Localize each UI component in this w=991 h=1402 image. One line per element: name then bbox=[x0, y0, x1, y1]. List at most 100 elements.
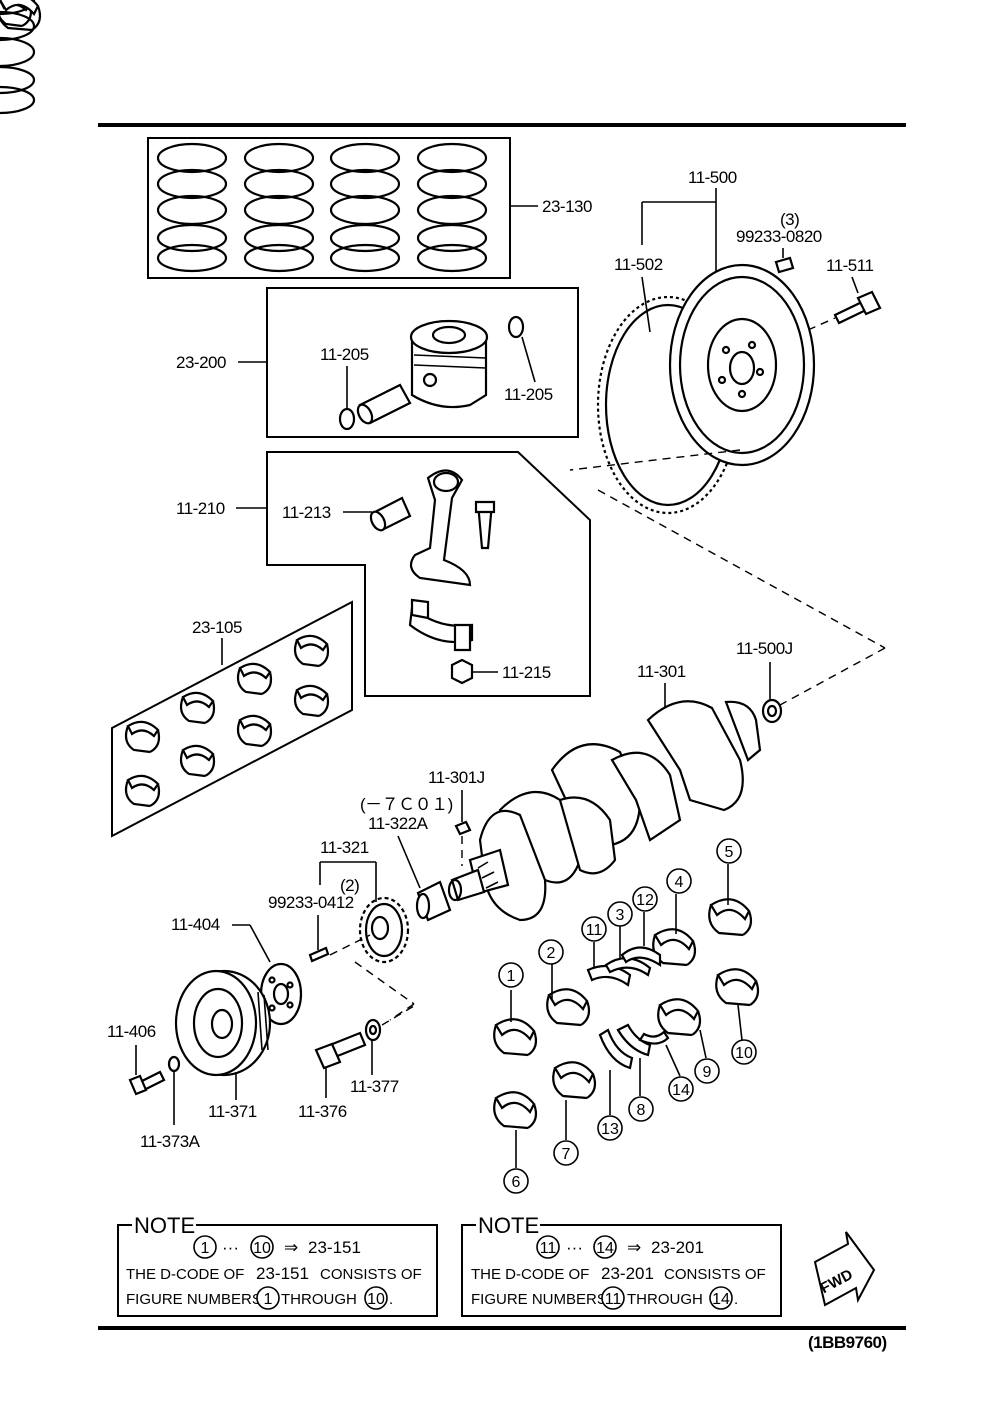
note-2-line3end: . bbox=[734, 1291, 738, 1308]
label-pulley: 11-371 bbox=[208, 1102, 257, 1121]
label-piston-assy: 23-200 bbox=[176, 353, 226, 372]
pulley-plate bbox=[259, 962, 303, 1026]
fwd-text: FWD bbox=[818, 1266, 856, 1297]
label-flywheel: 11-500 bbox=[688, 168, 737, 187]
piston bbox=[409, 319, 489, 409]
callout-10 bbox=[731, 1039, 757, 1065]
crank-pulley bbox=[174, 969, 272, 1077]
note-2-to: 14 bbox=[596, 1240, 614, 1257]
crank-key bbox=[454, 820, 472, 836]
callout-3 bbox=[607, 901, 633, 927]
callout-3-text: 3 bbox=[616, 907, 625, 924]
callout-1-text: 1 bbox=[507, 968, 516, 985]
note-1-line2b: CONSISTS OF bbox=[320, 1266, 422, 1283]
timing-gear-group: (－７Ｃ０１) 11-322A 11-321 (2) 99233-0412 bbox=[268, 795, 453, 1021]
connecting-rod-box bbox=[266, 451, 591, 697]
note-1-line3from: 1 bbox=[264, 1291, 273, 1308]
label-crankshaft: 11-301 bbox=[637, 662, 686, 681]
callout-11 bbox=[581, 916, 607, 942]
crankshaft-group: 11-301 11-301J bbox=[428, 662, 762, 922]
label-pulley-bolt: 11-406 bbox=[107, 1022, 156, 1041]
label-fly-bolt: 11-511 bbox=[826, 256, 873, 275]
label-pilot-bearing: 11-500J bbox=[736, 639, 793, 658]
rod-cap bbox=[408, 598, 474, 652]
pilot-bearing-group: 11-500J bbox=[736, 639, 886, 724]
note-1-line3to: 10 bbox=[367, 1291, 385, 1308]
pulley-group: 11-404 11-371 11-406 11-373A bbox=[107, 915, 415, 1151]
connecting-rod-group: 11-210 11-213 11-215 bbox=[176, 451, 591, 697]
note-2-line3mid: THROUGH bbox=[627, 1291, 703, 1308]
label-clip-right: 11-205 bbox=[504, 385, 553, 404]
label-rod-bush: 11-213 bbox=[282, 503, 331, 522]
note-1-line2a: THE D-CODE OF bbox=[126, 1266, 244, 1283]
clip-right bbox=[507, 315, 525, 339]
flywheel bbox=[668, 263, 816, 467]
woodruff-key bbox=[308, 946, 330, 963]
label-rod-bearings: 23-105 bbox=[192, 618, 242, 637]
callout-2 bbox=[538, 939, 564, 965]
note-2-line3a: FIGURE NUMBERS bbox=[471, 1291, 607, 1308]
thrust-washer-13 bbox=[598, 1028, 634, 1070]
note-box-2: NOTE 11 ··· 14 ⇒ 23-201 THE D-CODE OF 23… bbox=[461, 1213, 782, 1317]
label-washer-small: 11-373A bbox=[140, 1132, 201, 1151]
rod-bearings-group: 23-105 bbox=[0, 0, 353, 838]
piston-rings-group: 23-130 bbox=[0, 0, 592, 279]
note-2-code: 23-201 bbox=[651, 1238, 704, 1257]
label-key: 99233-0412 bbox=[268, 893, 354, 912]
pilot-bearing bbox=[761, 698, 783, 724]
note-2-from: 11 bbox=[540, 1240, 557, 1257]
note-2-line2a: THE D-CODE OF bbox=[471, 1266, 589, 1283]
callout-14-text: 14 bbox=[672, 1082, 690, 1099]
callout-8 bbox=[628, 1096, 654, 1122]
label-rings: 23-130 bbox=[542, 197, 592, 216]
label-crank-key: 11-301J bbox=[428, 768, 485, 787]
thrust-washer-3 bbox=[604, 957, 652, 977]
ring-set bbox=[0, 0, 36, 115]
piston-pin bbox=[356, 383, 412, 425]
label-rod-assy: 11-210 bbox=[176, 499, 225, 518]
flywheel-group: 11-500 11-502 (3) 99233-0820 11-511 bbox=[569, 168, 886, 649]
label-dowel: 99233-0820 bbox=[736, 227, 822, 246]
diagram-code: (1BB9760) bbox=[808, 1333, 887, 1352]
flywheel-bolt bbox=[833, 290, 882, 325]
rod-bearings-panel bbox=[111, 600, 353, 838]
rod-bush bbox=[369, 496, 412, 532]
label-clip-left: 11-205 bbox=[320, 345, 369, 364]
note-1-from: 1 bbox=[201, 1240, 210, 1257]
note-2-line2b: CONSISTS OF bbox=[664, 1266, 766, 1283]
crank-gear bbox=[415, 880, 452, 922]
callout-8-text: 8 bbox=[637, 1102, 646, 1119]
callout-12-text: 12 bbox=[636, 892, 654, 909]
thrust-washer-8 bbox=[616, 1023, 652, 1057]
callout-4 bbox=[666, 868, 692, 894]
note-1-line2code: 23-151 bbox=[256, 1264, 309, 1283]
callout-13-text: 13 bbox=[601, 1121, 619, 1138]
crank-bolt bbox=[314, 1031, 367, 1070]
callout-1 bbox=[498, 962, 524, 988]
note-1-title: NOTE bbox=[134, 1213, 195, 1238]
main-bearings-group: 1 2 3 4 5 6 7 8 9 10 11 12 13 14 bbox=[0, 0, 760, 1194]
note-2-ellipsis: ··· bbox=[566, 1238, 583, 1257]
callout-12 bbox=[632, 886, 658, 912]
note-1-line3end: . bbox=[389, 1291, 393, 1308]
thrust-washer-12 bbox=[620, 946, 662, 968]
main-bearing-shell bbox=[0, 0, 42, 32]
label-sprocket: 11-321 bbox=[320, 838, 369, 857]
dowel-pin bbox=[774, 256, 795, 274]
note-1-arrow: ⇒ bbox=[284, 1238, 298, 1257]
callout-6 bbox=[503, 1168, 529, 1194]
small-washer bbox=[167, 1055, 181, 1073]
label-plate: 11-404 bbox=[171, 915, 220, 934]
label-bolt: 11-376 bbox=[298, 1102, 347, 1121]
note-1-to: 10 bbox=[253, 1240, 271, 1257]
note-box-1: NOTE 1 ··· 10 ⇒ 23-151 THE D-CODE OF 23-… bbox=[117, 1213, 438, 1317]
crank-washer bbox=[364, 1018, 382, 1042]
callout-5 bbox=[716, 838, 742, 864]
rod-nut bbox=[450, 658, 474, 685]
label-dowel-qty: (3) bbox=[780, 210, 799, 229]
note-2-line3from: 11 bbox=[605, 1291, 622, 1308]
pulley-bolt bbox=[128, 1070, 166, 1096]
callout-5-text: 5 bbox=[725, 844, 734, 861]
connecting-rod bbox=[409, 469, 496, 587]
callout-11-text: 11 bbox=[586, 922, 603, 939]
